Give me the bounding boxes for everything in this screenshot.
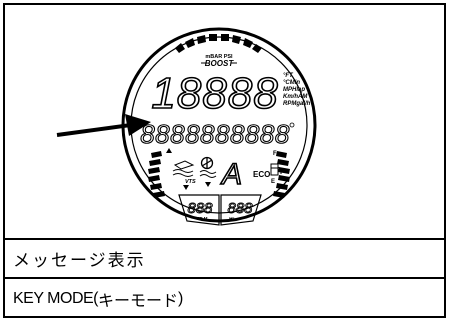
gauge-figure: mBAR PSI BOOST 18888 °FT °CMin MPHlap Km… [5, 5, 444, 240]
main-digits-display: 18888 [151, 69, 278, 118]
fuel-empty-label: E [271, 179, 275, 185]
propeller-icon [200, 156, 214, 170]
unit-label-kmham: Km/hAM [283, 94, 308, 100]
vts-label: VTS [185, 179, 196, 185]
fuel-full-label: F [273, 151, 277, 157]
message-display-caption: メッセージ表示 [5, 240, 444, 279]
eco-label: ECO [253, 170, 270, 179]
gauge-illustration: mBAR PSI BOOST 18888 °FT °CMin MPHlap Km… [56, 27, 317, 226]
fuel-pump-icon [270, 163, 282, 176]
bottom-left-digits: 888 [187, 200, 213, 217]
bottom-right-digits: 888 [227, 200, 253, 217]
left-bar-segments [148, 151, 165, 198]
boost-label: BOOST [205, 59, 235, 68]
pointer-arrow [56, 114, 151, 137]
bottom-left-unit-label: FT M [197, 216, 208, 221]
bottom-left-box: 888 FT M [178, 194, 220, 226]
key-mode-japanese: キーモード [98, 290, 179, 310]
boost-bar-segments [175, 34, 262, 53]
unit-label-cmin: °CMin [283, 80, 300, 86]
boost-units-label: mBAR PSI [205, 54, 233, 60]
gear-indicator: A [220, 158, 242, 191]
unit-label-ft: °FT [283, 73, 294, 79]
key-mode-prefix: KEY MODE( [13, 289, 99, 307]
document-frame: mBAR PSI BOOST 18888 °FT °CMin MPHlap Km… [3, 3, 446, 318]
bottom-right-unit-label: Hr [229, 216, 234, 221]
key-mode-suffix: ) [178, 289, 183, 307]
vts-boat-icon [172, 160, 195, 177]
water-temp-icon [199, 170, 217, 178]
message-text-segments: 8888888888 [140, 119, 290, 149]
unit-label-mphlap: MPHlap [283, 87, 305, 93]
key-mode-label: KEY MODE(キーモード) [5, 281, 444, 316]
main-units-labels: °FT °CMin MPHlap Km/hAM RPMgal/h [283, 73, 311, 107]
bottom-right-box: 888 Hr [220, 194, 262, 226]
unit-label-rpmgal: RPMgal/h [283, 101, 311, 107]
